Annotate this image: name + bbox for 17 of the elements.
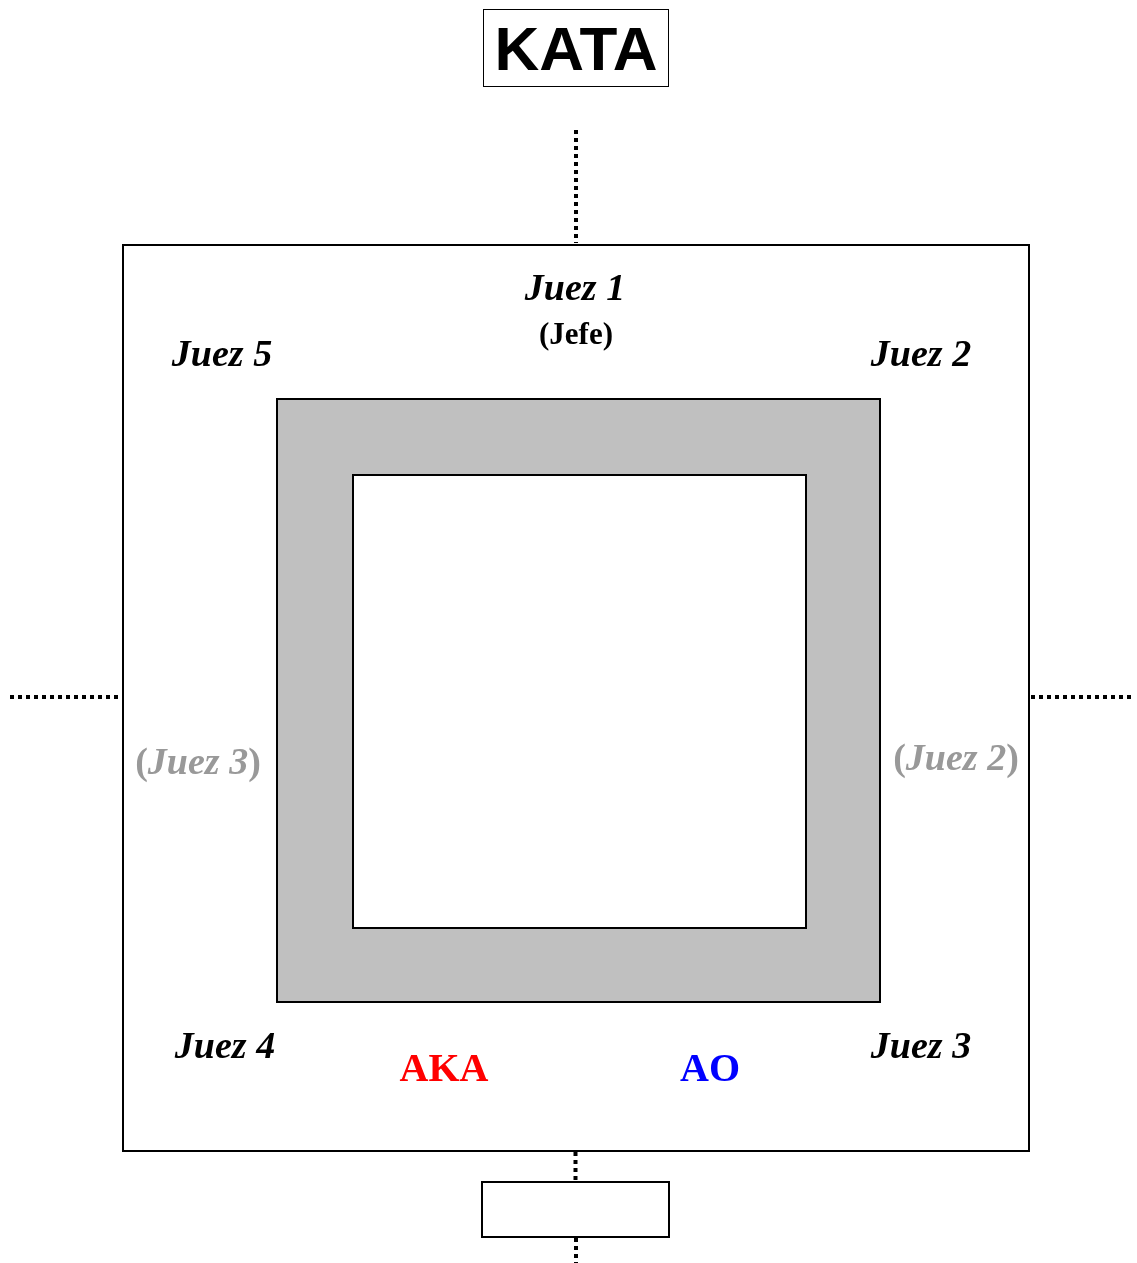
scorer-table [481,1181,670,1238]
judge-label: (Juez 3) [135,742,261,780]
mat-area [352,474,807,929]
connector-line [573,1152,578,1181]
judge-label: Juez 2 [870,334,972,372]
competition-area [122,244,1030,1152]
safety-border [276,398,881,1003]
judge-label: Juez 4 [174,1026,276,1064]
judge-label: Juez 3 [870,1026,972,1064]
title-box [483,9,669,87]
competitor-label: AO [680,1048,740,1088]
judge-label: Juez 1 [524,268,626,306]
role-label: (Jefe) [539,317,613,349]
title-text: KATA [494,12,658,84]
judge-label: Juez 5 [171,334,273,372]
competitor-label: AKA [399,1048,489,1088]
judge-label: (Juez 2) [893,738,1019,776]
